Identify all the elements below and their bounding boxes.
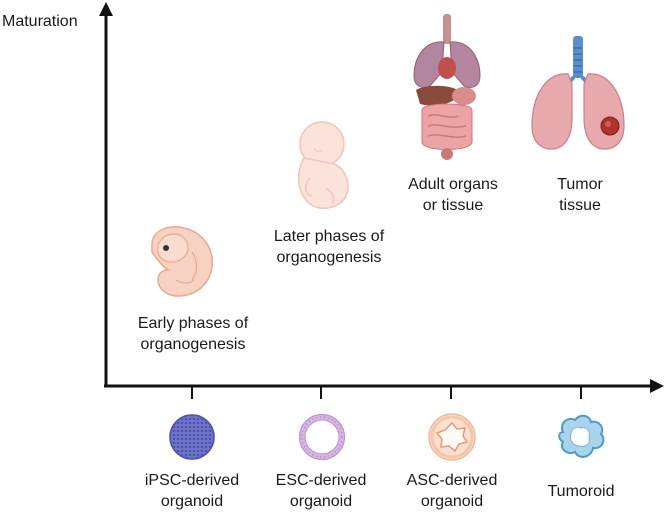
- tumor-lung-icon: [531, 36, 625, 150]
- tumoroid-icon: [558, 414, 605, 458]
- ipsc-organoid-icon: [169, 414, 215, 460]
- y-axis-label: Maturation: [2, 13, 78, 30]
- early-embryo-icon: [151, 226, 213, 297]
- asc-organoid-icon: [428, 413, 476, 461]
- adult-organs-icon: [413, 14, 481, 160]
- esc-organoid-icon: [299, 414, 345, 460]
- y-axis-arrowhead: [99, 2, 113, 16]
- fetus-icon: [297, 121, 349, 209]
- organoid-label-tumoroid: Tumoroid: [547, 483, 615, 500]
- x-axis-arrowhead: [650, 379, 664, 393]
